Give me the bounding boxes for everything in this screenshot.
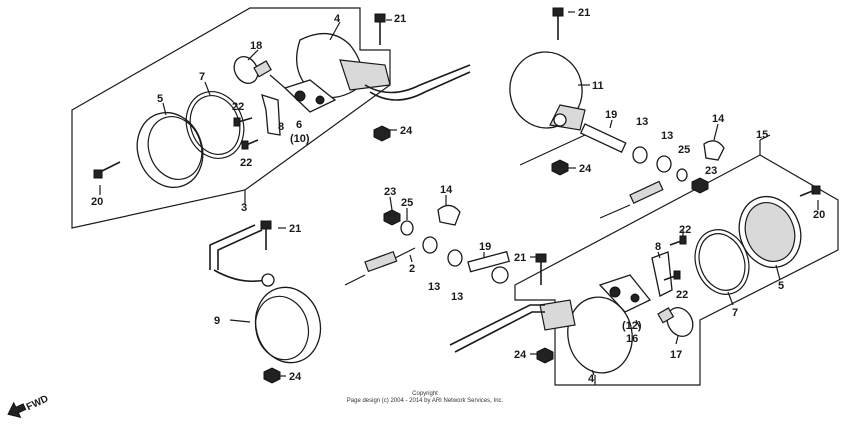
bracket-8-upper-left <box>261 94 281 136</box>
nut-24-upper-left <box>373 125 391 142</box>
callout-22: 22 <box>676 289 688 301</box>
bulb-18-upper-left <box>233 56 272 84</box>
stay-19-upper-right <box>519 123 627 166</box>
bushing-13-middle-b <box>447 249 463 267</box>
stem-upper-right <box>599 180 664 219</box>
screw-20-upper-left <box>93 161 121 179</box>
callout-22: 22 <box>240 157 252 169</box>
socket-16-right <box>598 274 652 313</box>
lens-5-upper-left <box>136 112 204 188</box>
callout-14: 14 <box>440 184 453 196</box>
cap-14-middle <box>437 204 461 226</box>
callout-11: 11 <box>592 80 604 92</box>
nut-23-upper-right <box>691 177 709 194</box>
callout-4: 4 <box>334 13 341 25</box>
callout-22: 22 <box>679 224 691 236</box>
callout-9: 9 <box>214 315 220 327</box>
callout-13: 13 <box>428 281 440 293</box>
callout-22: 22 <box>232 101 244 113</box>
nut-24-lower-left <box>263 367 281 384</box>
callout-14: 14 <box>712 113 725 125</box>
screw-22-upper-left-b <box>241 139 259 150</box>
callout-2: 2 <box>409 263 415 275</box>
callout-4: 4 <box>588 373 595 385</box>
callout-25: 25 <box>401 197 413 209</box>
callout-21: 21 <box>289 223 301 235</box>
lens-5-right <box>738 195 802 269</box>
stem-2-middle <box>344 247 416 286</box>
callout-21: 21 <box>394 13 406 25</box>
callout-13: 13 <box>451 291 463 303</box>
cap-14-upper-right <box>703 140 725 161</box>
callout-19: 19 <box>479 241 491 253</box>
bolt-21-middle <box>535 253 547 285</box>
leader-lines <box>99 11 819 377</box>
gasket-7-right <box>694 229 750 295</box>
bracket-8-right <box>651 251 673 297</box>
screw-22-right-b <box>663 270 681 281</box>
nut-24-upper-right <box>551 159 569 176</box>
bolt-21-upper-left <box>374 13 386 45</box>
page-design-credit: Page design (c) 2004 - 2014 by ARI Netwo… <box>346 398 504 404</box>
callout-12: (12) <box>622 320 642 332</box>
bushing-13-upper-right-a <box>632 146 648 164</box>
callout-18: 18 <box>250 40 262 52</box>
stay-19-middle <box>467 250 511 284</box>
callout-19: 19 <box>605 109 617 121</box>
callout-13: 13 <box>636 116 648 128</box>
socket-6-upper-left <box>269 74 337 113</box>
callout-17: 17 <box>670 349 682 361</box>
callout-labels: 4 21 18 7 5 22 8 6 (10) 22 24 20 3 21 9 … <box>91 7 825 385</box>
callout-8: 8 <box>278 121 284 133</box>
bulb-17-right <box>657 307 694 337</box>
callout-23: 23 <box>705 165 717 177</box>
callout-7: 7 <box>199 71 205 83</box>
bolt-21-lower-left <box>260 220 272 250</box>
nut-23-middle <box>383 209 401 226</box>
callout-24: 24 <box>579 163 592 175</box>
callout-6: 6 <box>296 119 302 131</box>
callout-21: 21 <box>578 7 590 19</box>
screw-20-right <box>799 185 821 197</box>
callout-24: 24 <box>289 371 302 383</box>
housing-4-right <box>449 296 633 374</box>
housing-9-lower-left <box>209 224 322 364</box>
callout-24: 24 <box>400 125 413 137</box>
housing-11-upper-right <box>509 51 586 131</box>
callout-25: 25 <box>678 144 690 156</box>
callout-16: 16 <box>626 333 638 345</box>
screw-22-right-a <box>669 235 687 246</box>
bushing-13-middle-a <box>422 236 438 254</box>
right-assembly-outline <box>514 154 839 386</box>
callout-20: 20 <box>91 196 103 208</box>
callout-23: 23 <box>384 186 396 198</box>
callout-8: 8 <box>655 241 661 253</box>
nut-24-right <box>536 347 554 364</box>
callout-13: 13 <box>661 130 673 142</box>
screw-22-upper-left-a <box>233 117 253 127</box>
callout-21: 21 <box>514 252 526 264</box>
callout-7: 7 <box>732 307 738 319</box>
upper-left-assembly-outline <box>71 7 391 229</box>
callout-20: 20 <box>813 209 825 221</box>
callout-3: 3 <box>241 202 247 214</box>
copyright-line: Copyright <box>412 391 438 397</box>
bolt-21-upper-right <box>552 7 564 40</box>
bushing-13-upper-right-b <box>656 155 672 173</box>
callout-10: (10) <box>290 133 310 145</box>
callout-5: 5 <box>157 93 163 105</box>
gasket-7-upper-left <box>185 91 245 159</box>
callout-24: 24 <box>514 349 527 361</box>
callout-5: 5 <box>778 280 784 292</box>
callout-15: 15 <box>756 129 768 141</box>
washer-25-middle <box>400 220 414 236</box>
washer-25-upper-right <box>676 168 688 182</box>
